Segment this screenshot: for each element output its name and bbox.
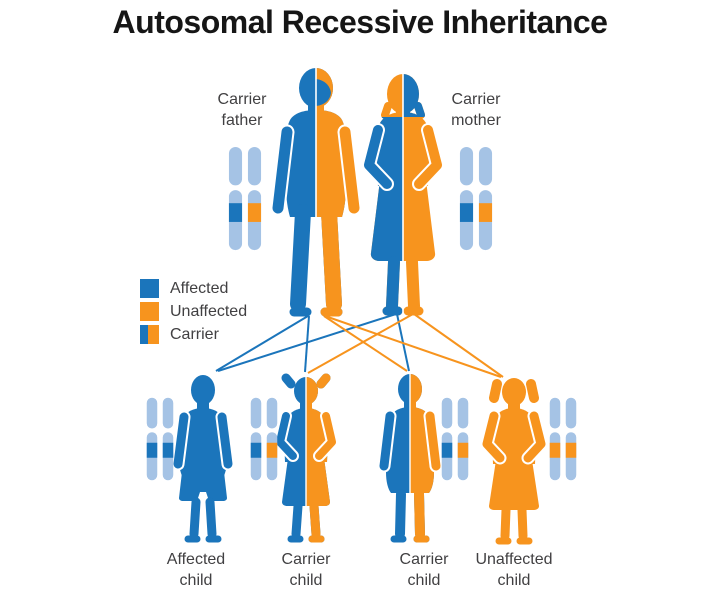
unaffected-color-swatch: [140, 302, 159, 321]
carrier-mother-label: Carrier mother: [416, 89, 536, 131]
chromosome-icon: [228, 146, 243, 251]
chromosome-icon: [247, 146, 262, 251]
legend-label: Unaffected: [170, 302, 248, 320]
transmission-line-mother-unaffected-child2: [307, 313, 414, 374]
chromosome-icon: [162, 397, 174, 481]
carrier-mother-label-line2: mother: [451, 112, 501, 129]
mother-chromosome-pair: [459, 146, 493, 251]
carrier-child-girl-chromosome-pair: [250, 397, 278, 481]
affected-child-label-line2: child: [179, 572, 213, 589]
carrier-child-boy-figure: [384, 372, 436, 542]
legend-label: Carrier: [170, 325, 219, 343]
carrier-father-label: Carrier father: [182, 89, 302, 131]
carrier-child-girl-label-line1: Carrier: [281, 551, 331, 568]
unaffected-child-chromosome-pair: [549, 397, 577, 481]
father-figure: [278, 66, 354, 320]
carrier-child-boy-chromosome-pair: [441, 397, 469, 481]
carrier-child-girl-figure: [280, 375, 332, 542]
carrier-child-girl-label: Carrier child: [246, 549, 366, 591]
affected-child-label: Affected child: [136, 549, 256, 591]
transmission-lines: [215, 313, 504, 378]
transmission-line-father-affected-child2: [304, 315, 310, 373]
chromosome-icon: [478, 146, 493, 251]
chromosome-icon: [457, 397, 469, 481]
legend-label: Affected: [170, 279, 229, 297]
transmission-line-father-unaffected-child3: [323, 315, 408, 372]
affected-child-chromosome-pair: [146, 397, 174, 481]
unaffected-child-label-line2: child: [497, 572, 531, 589]
chromosome-icon: [266, 397, 278, 481]
father-face-detail: [316, 79, 331, 106]
mother-figure: [369, 72, 437, 318]
carrier-color-swatch: [140, 325, 159, 344]
chromosome-icon: [250, 397, 262, 481]
affected-child-label-line1: Affected: [166, 551, 226, 568]
unaffected-child-label-line1: Unaffected: [475, 551, 553, 568]
unaffected-child-figure: [487, 378, 541, 541]
affected-color-swatch: [140, 279, 159, 298]
carrier-father-label-line1: Carrier: [217, 91, 267, 108]
carrier-child-boy-label-line1: Carrier: [399, 551, 449, 568]
chromosome-icon: [146, 397, 158, 481]
father-chromosome-pair: [228, 146, 262, 251]
legend-item-carrier: Carrier: [140, 325, 247, 344]
carrier-child-girl-label-line2: child: [289, 572, 323, 589]
legend-item-affected: Affected: [140, 279, 247, 298]
chromosome-icon: [441, 397, 453, 481]
transmission-line-mother-unaffected-child4: [413, 313, 504, 378]
transmission-line-father-affected-child1: [215, 315, 309, 372]
chromosome-icon: [565, 397, 577, 481]
page-title: Autosomal Recessive Inheritance: [112, 4, 608, 40]
chromosome-icon: [459, 146, 474, 251]
carrier-child-boy-label: Carrier child: [364, 549, 484, 591]
carrier-father-label-line2: father: [221, 112, 263, 129]
chromosome-icon: [549, 397, 561, 481]
legend: Affected Unaffected Carrier: [140, 279, 247, 348]
carrier-mother-label-line1: Carrier: [451, 91, 501, 108]
carrier-child-boy-label-line2: child: [407, 572, 441, 589]
transmission-line-father-unaffected-child4: [324, 315, 502, 378]
unaffected-child-label: Unaffected child: [454, 549, 574, 591]
legend-item-unaffected: Unaffected: [140, 302, 247, 321]
affected-child-figure: [178, 375, 228, 539]
transmission-line-mother-affected-child1: [217, 313, 397, 372]
